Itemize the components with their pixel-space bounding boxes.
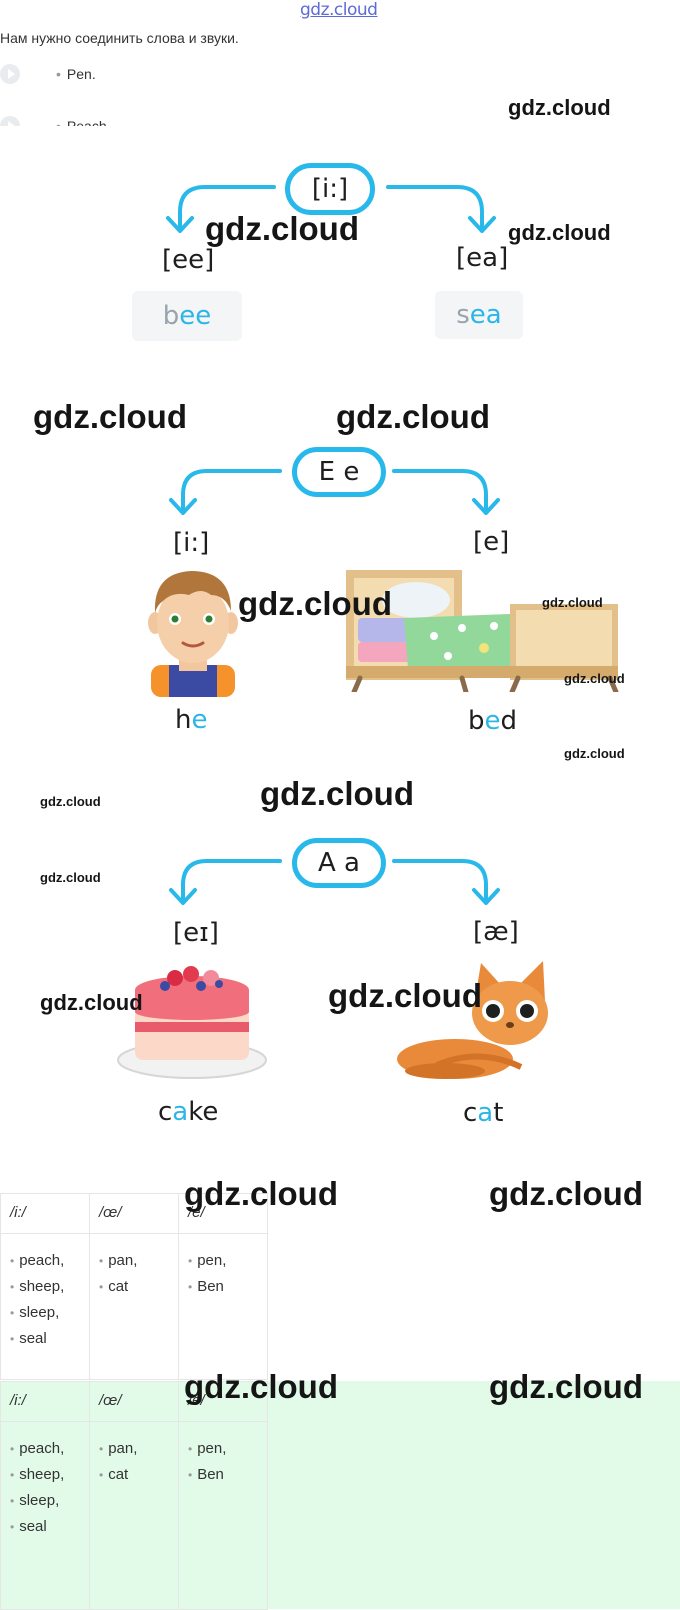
table-header: /i:/ [0,1193,90,1234]
list-item: sleep, [10,1488,89,1514]
list-item: seal [10,1326,89,1352]
list-item: Ben [188,1462,267,1488]
table-cell: peach, sheep, sleep, seal [0,1421,90,1610]
list-item: seal [10,1514,89,1540]
table-cell: peach, sheep, sleep, seal [0,1233,90,1380]
watermark: gdz.cloud [184,1175,338,1212]
word-part: c [158,1097,173,1127]
watermark: gdz.cloud [238,585,392,622]
cake-illustration [117,966,267,1079]
watermark: gdz.cloud [336,398,490,435]
word-part: s [456,300,470,330]
watermark: gdz.cloud [328,977,482,1014]
diagram3-right-word: cat [463,1098,503,1128]
watermark: gdz.cloud [564,746,625,761]
word-highlight: ee [179,301,212,331]
list-item: pen, [188,1248,267,1274]
table-cell: pen, Ben [178,1421,268,1610]
word-part: ke [188,1097,219,1127]
diagram1-top-pill: [i:] [285,163,375,215]
table-cell: pen, Ben [178,1233,268,1380]
word-part: t [493,1098,504,1128]
boy-illustration [148,571,238,697]
word-highlight: a [172,1097,189,1127]
watermark: gdz.cloud [564,671,625,686]
watermark: gdz.cloud [542,595,603,610]
diagram2-right-sound: [e] [473,527,510,557]
diagram1-right-sound: [ea] [456,243,509,273]
watermark: gdz.cloud [508,220,611,245]
diagram3-arrows [169,859,500,905]
word-part: h [175,705,192,735]
audio-item-clipped: Peach [0,112,200,126]
table-header: /e/ [178,1381,268,1422]
word-highlight: e [484,706,501,736]
table-header: /œ/ [89,1193,179,1234]
site-logo[interactable]: gdz.cloud [300,0,378,20]
word-highlight: e [191,705,208,735]
diagram3-left-sound: [eɪ] [173,918,219,948]
diagram3-right-sound: [æ] [473,917,519,947]
list-item: pan, [99,1436,178,1462]
watermark: gdz.cloud [489,1368,643,1405]
diagram1-arrows [166,185,496,233]
watermark: gdz.cloud [260,775,414,812]
watermark: gdz.cloud [40,794,101,809]
list-item: cat [99,1462,178,1488]
list-item: peach, [10,1436,89,1462]
list-item: sleep, [10,1300,89,1326]
list-item: sheep, [10,1462,89,1488]
watermark: gdz.cloud [205,210,359,247]
watermark: gdz.cloud [184,1368,338,1405]
table-cell: pan, cat [89,1233,179,1380]
list-item: sheep, [10,1274,89,1300]
list-item: peach, [10,1248,89,1274]
list-item: pen, [188,1436,267,1462]
word-highlight: ea [469,300,502,330]
audio-label: Pen. [56,66,96,82]
diagram3-left-word: cake [158,1097,218,1127]
word-part: b [162,301,180,331]
bed-illustration [346,570,619,692]
word-highlight: a [477,1098,494,1128]
audio-label: Peach [56,118,107,126]
watermark: gdz.cloud [40,870,101,885]
play-icon[interactable] [0,64,20,84]
diagram2-top-pill: E e [292,447,386,497]
play-icon[interactable] [0,116,20,126]
watermark: gdz.cloud [508,95,611,120]
sound-table-answer: /i:/ /œ/ /e/ peach, sheep, sleep, seal p… [0,1381,268,1610]
table-cell: pan, cat [89,1421,179,1610]
diagram3-top-pill: A a [292,838,386,888]
watermark: gdz.cloud [40,990,143,1015]
diagram2-right-word: bed [468,706,517,736]
list-item: cat [99,1274,178,1300]
audio-item: Pen. [0,60,96,88]
diagram1-left-sound: [ee] [162,245,215,275]
word-part: d [500,706,518,736]
list-item: Ben [188,1274,267,1300]
word-part: b [468,706,485,736]
sound-table: /i:/ /œ/ /e/ peach, sheep, sleep, seal p… [0,1193,268,1380]
table-header: /œ/ [89,1381,179,1422]
diagram2-left-word: he [175,705,207,735]
list-item: pan, [99,1248,178,1274]
word-part: c [463,1098,478,1128]
watermark: gdz.cloud [33,398,187,435]
diagram2-left-sound: [i:] [173,528,210,558]
table-header: /i:/ [0,1381,90,1422]
task-instruction: Нам нужно соединить слова и звуки. [0,30,239,46]
watermark: gdz.cloud [489,1175,643,1212]
table-header: /e/ [178,1193,268,1234]
diagram2-arrows [169,469,500,515]
cat-illustration [397,961,548,1079]
